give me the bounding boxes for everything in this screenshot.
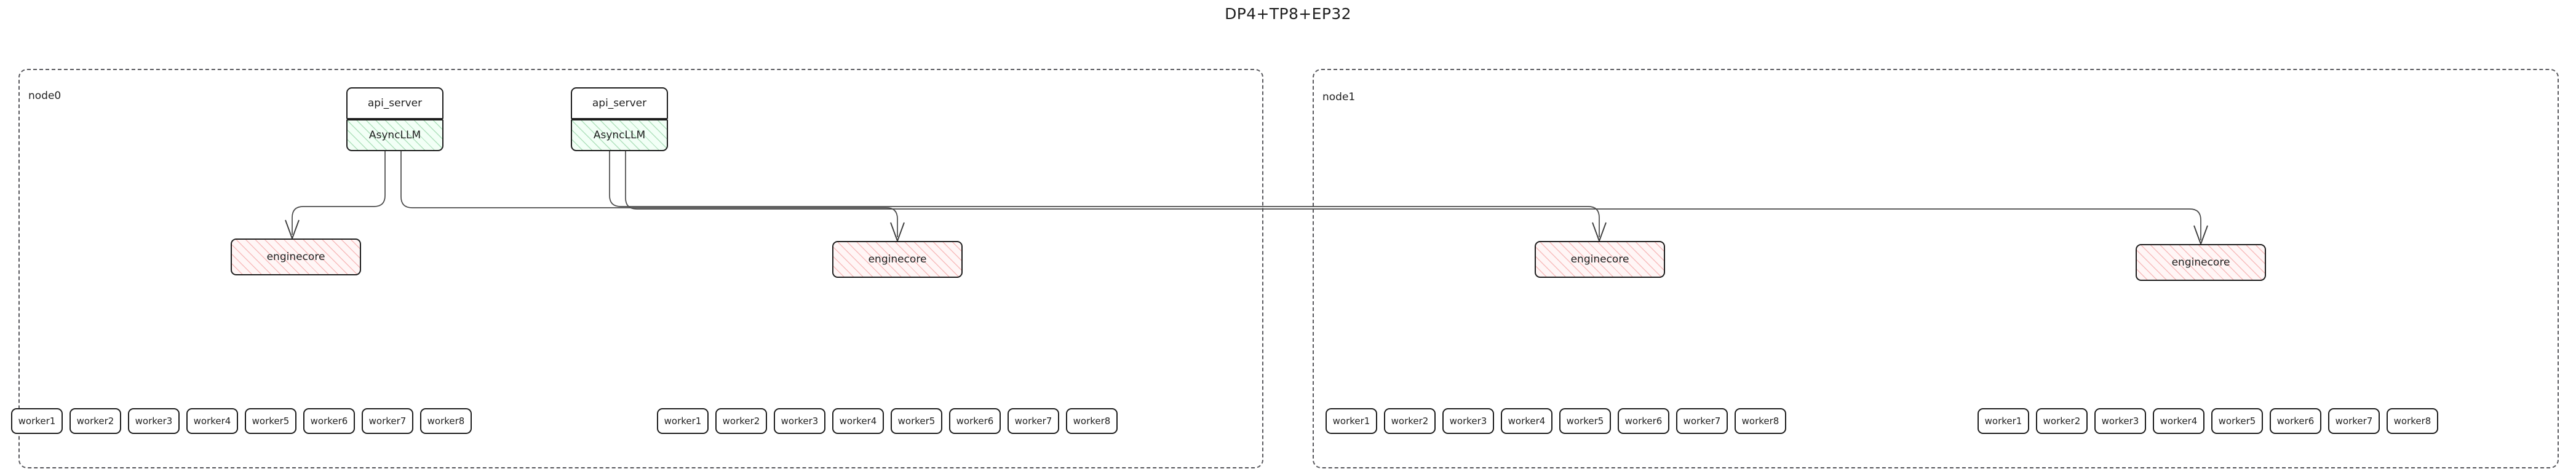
node-cluster-node0[interactable] bbox=[18, 69, 1263, 468]
worker-box-0-1-2[interactable]: worker2 bbox=[715, 408, 767, 434]
worker-box-1-0-3[interactable]: worker3 bbox=[1442, 408, 1494, 434]
worker-box-0-1-1[interactable]: worker1 bbox=[657, 408, 709, 434]
enginecore-box-0-0[interactable]: enginecore bbox=[231, 238, 361, 275]
worker-box-1-1-1[interactable]: worker1 bbox=[1978, 408, 2029, 434]
worker-box-1-1-5[interactable]: worker5 bbox=[2211, 408, 2263, 434]
api-server-box-0-0-label: api_server bbox=[367, 97, 423, 109]
worker-box-0-0-8[interactable]: worker8 bbox=[420, 408, 472, 434]
api-server-box-0-1-label: api_server bbox=[592, 97, 647, 109]
async-llm-box-0-1[interactable]: AsyncLLM bbox=[571, 119, 668, 151]
worker-box-1-1-8[interactable]: worker8 bbox=[2387, 408, 2438, 434]
enginecore-box-0-0-label: enginecore bbox=[266, 251, 325, 263]
node-cluster-node1[interactable] bbox=[1313, 69, 2559, 468]
enginecore-box-1-0[interactable]: enginecore bbox=[1535, 241, 1665, 278]
worker-box-0-1-7[interactable]: worker7 bbox=[1008, 408, 1059, 434]
enginecore-box-0-1-label: enginecore bbox=[868, 253, 927, 266]
worker-box-0-0-4[interactable]: worker4 bbox=[186, 408, 238, 434]
worker-box-1-0-7[interactable]: worker7 bbox=[1676, 408, 1728, 434]
worker-box-0-1-3[interactable]: worker3 bbox=[774, 408, 825, 434]
async-llm-box-0-0-label: AsyncLLM bbox=[368, 129, 421, 141]
worker-box-0-0-3[interactable]: worker3 bbox=[128, 408, 180, 434]
api-server-box-0-1[interactable]: api_server bbox=[571, 87, 668, 119]
worker-box-1-0-4[interactable]: worker4 bbox=[1501, 408, 1552, 434]
enginecore-box-1-1[interactable]: enginecore bbox=[2136, 244, 2266, 281]
worker-box-0-1-8[interactable]: worker8 bbox=[1066, 408, 1118, 434]
worker-box-1-1-7[interactable]: worker7 bbox=[2328, 408, 2380, 434]
enginecore-box-1-0-label: enginecore bbox=[1570, 253, 1629, 266]
async-llm-box-0-1-label: AsyncLLM bbox=[593, 129, 646, 141]
worker-box-0-1-6[interactable]: worker6 bbox=[949, 408, 1001, 434]
enginecore-box-0-1[interactable]: enginecore bbox=[832, 241, 963, 278]
worker-box-0-1-4[interactable]: worker4 bbox=[832, 408, 884, 434]
worker-box-1-0-2[interactable]: worker2 bbox=[1384, 408, 1436, 434]
enginecore-box-1-1-label: enginecore bbox=[2171, 256, 2230, 269]
worker-box-1-1-6[interactable]: worker6 bbox=[2270, 408, 2321, 434]
worker-box-1-1-2[interactable]: worker2 bbox=[2036, 408, 2088, 434]
api-server-box-0-0[interactable]: api_server bbox=[346, 87, 443, 119]
worker-box-0-0-6[interactable]: worker6 bbox=[303, 408, 355, 434]
node-label-node0: node0 bbox=[28, 90, 62, 102]
page-title: DP4+TP8+EP32 bbox=[1225, 5, 1351, 23]
worker-box-1-1-4[interactable]: worker4 bbox=[2153, 408, 2204, 434]
worker-box-1-0-8[interactable]: worker8 bbox=[1735, 408, 1786, 434]
async-llm-box-0-0[interactable]: AsyncLLM bbox=[346, 119, 443, 151]
node-label-node1: node1 bbox=[1322, 91, 1356, 103]
worker-box-0-1-5[interactable]: worker5 bbox=[891, 408, 942, 434]
worker-box-0-0-5[interactable]: worker5 bbox=[245, 408, 296, 434]
worker-box-0-0-2[interactable]: worker2 bbox=[70, 408, 121, 434]
worker-box-1-0-5[interactable]: worker5 bbox=[1559, 408, 1611, 434]
worker-box-0-0-1[interactable]: worker1 bbox=[11, 408, 63, 434]
worker-box-1-0-6[interactable]: worker6 bbox=[1618, 408, 1669, 434]
worker-box-0-0-7[interactable]: worker7 bbox=[362, 408, 413, 434]
worker-box-1-0-1[interactable]: worker1 bbox=[1326, 408, 1377, 434]
worker-box-1-1-3[interactable]: worker3 bbox=[2094, 408, 2146, 434]
